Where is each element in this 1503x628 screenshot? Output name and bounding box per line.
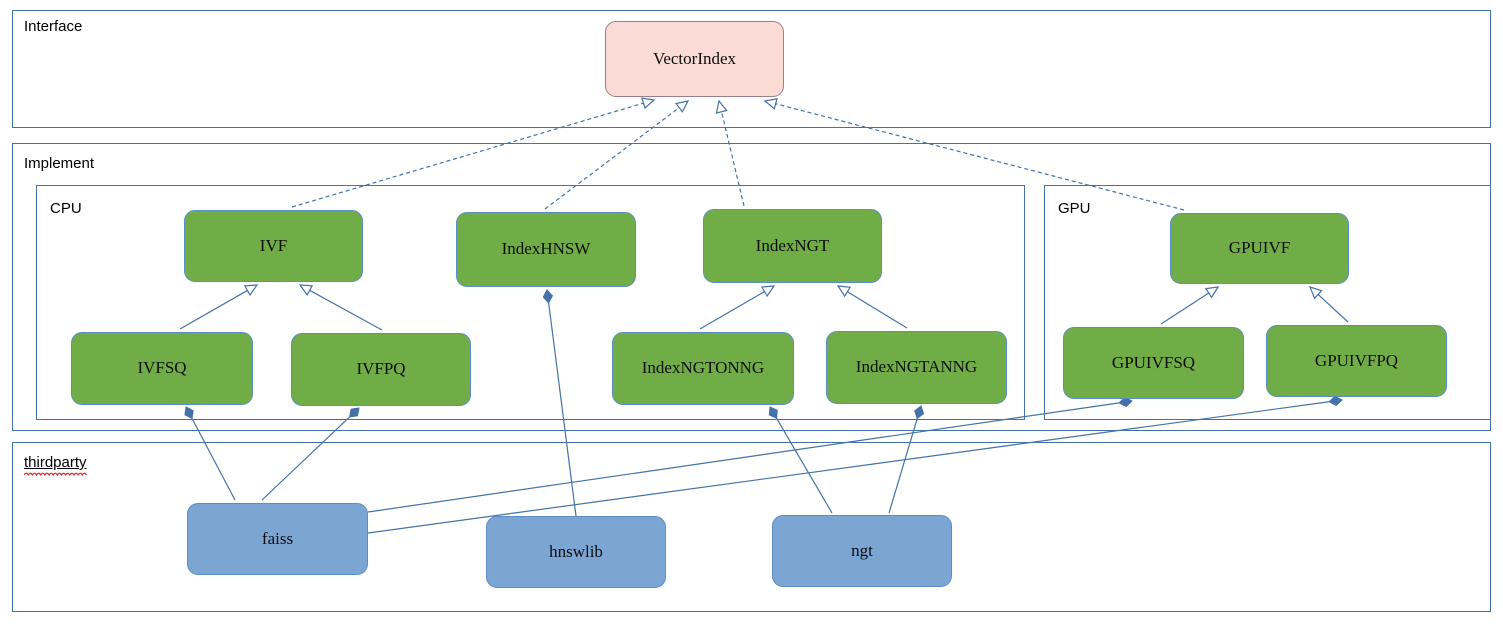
node-hnswlib[interactable]: hnswlib	[486, 516, 666, 588]
node-indexngt[interactable]: IndexNGT	[703, 209, 882, 283]
container-label-thirdparty: thirdparty	[24, 454, 87, 476]
container-label-interface: Interface	[24, 18, 83, 35]
container-label-gpu: GPU	[1058, 200, 1091, 217]
container-label-implement: Implement	[24, 155, 95, 172]
node-indexngtanng[interactable]: IndexNGTANNG	[826, 331, 1007, 404]
node-vectorindex[interactable]: VectorIndex	[605, 21, 784, 97]
node-ivf[interactable]: IVF	[184, 210, 363, 282]
container-label-cpu: CPU	[50, 200, 82, 217]
node-indexngtonng[interactable]: IndexNGTONNG	[612, 332, 794, 405]
node-ivfpq[interactable]: IVFPQ	[291, 333, 471, 406]
node-indexhnsw[interactable]: IndexHNSW	[456, 212, 636, 287]
node-ivfsq[interactable]: IVFSQ	[71, 332, 253, 405]
node-gpuivf[interactable]: GPUIVF	[1170, 213, 1349, 284]
container-interface	[12, 10, 1491, 128]
node-gpuivfpq[interactable]: GPUIVFPQ	[1266, 325, 1447, 397]
spellcheck-squiggle-icon	[24, 472, 87, 476]
node-faiss[interactable]: faiss	[187, 503, 368, 575]
node-gpuivfsq[interactable]: GPUIVFSQ	[1063, 327, 1244, 399]
node-ngt[interactable]: ngt	[772, 515, 952, 587]
